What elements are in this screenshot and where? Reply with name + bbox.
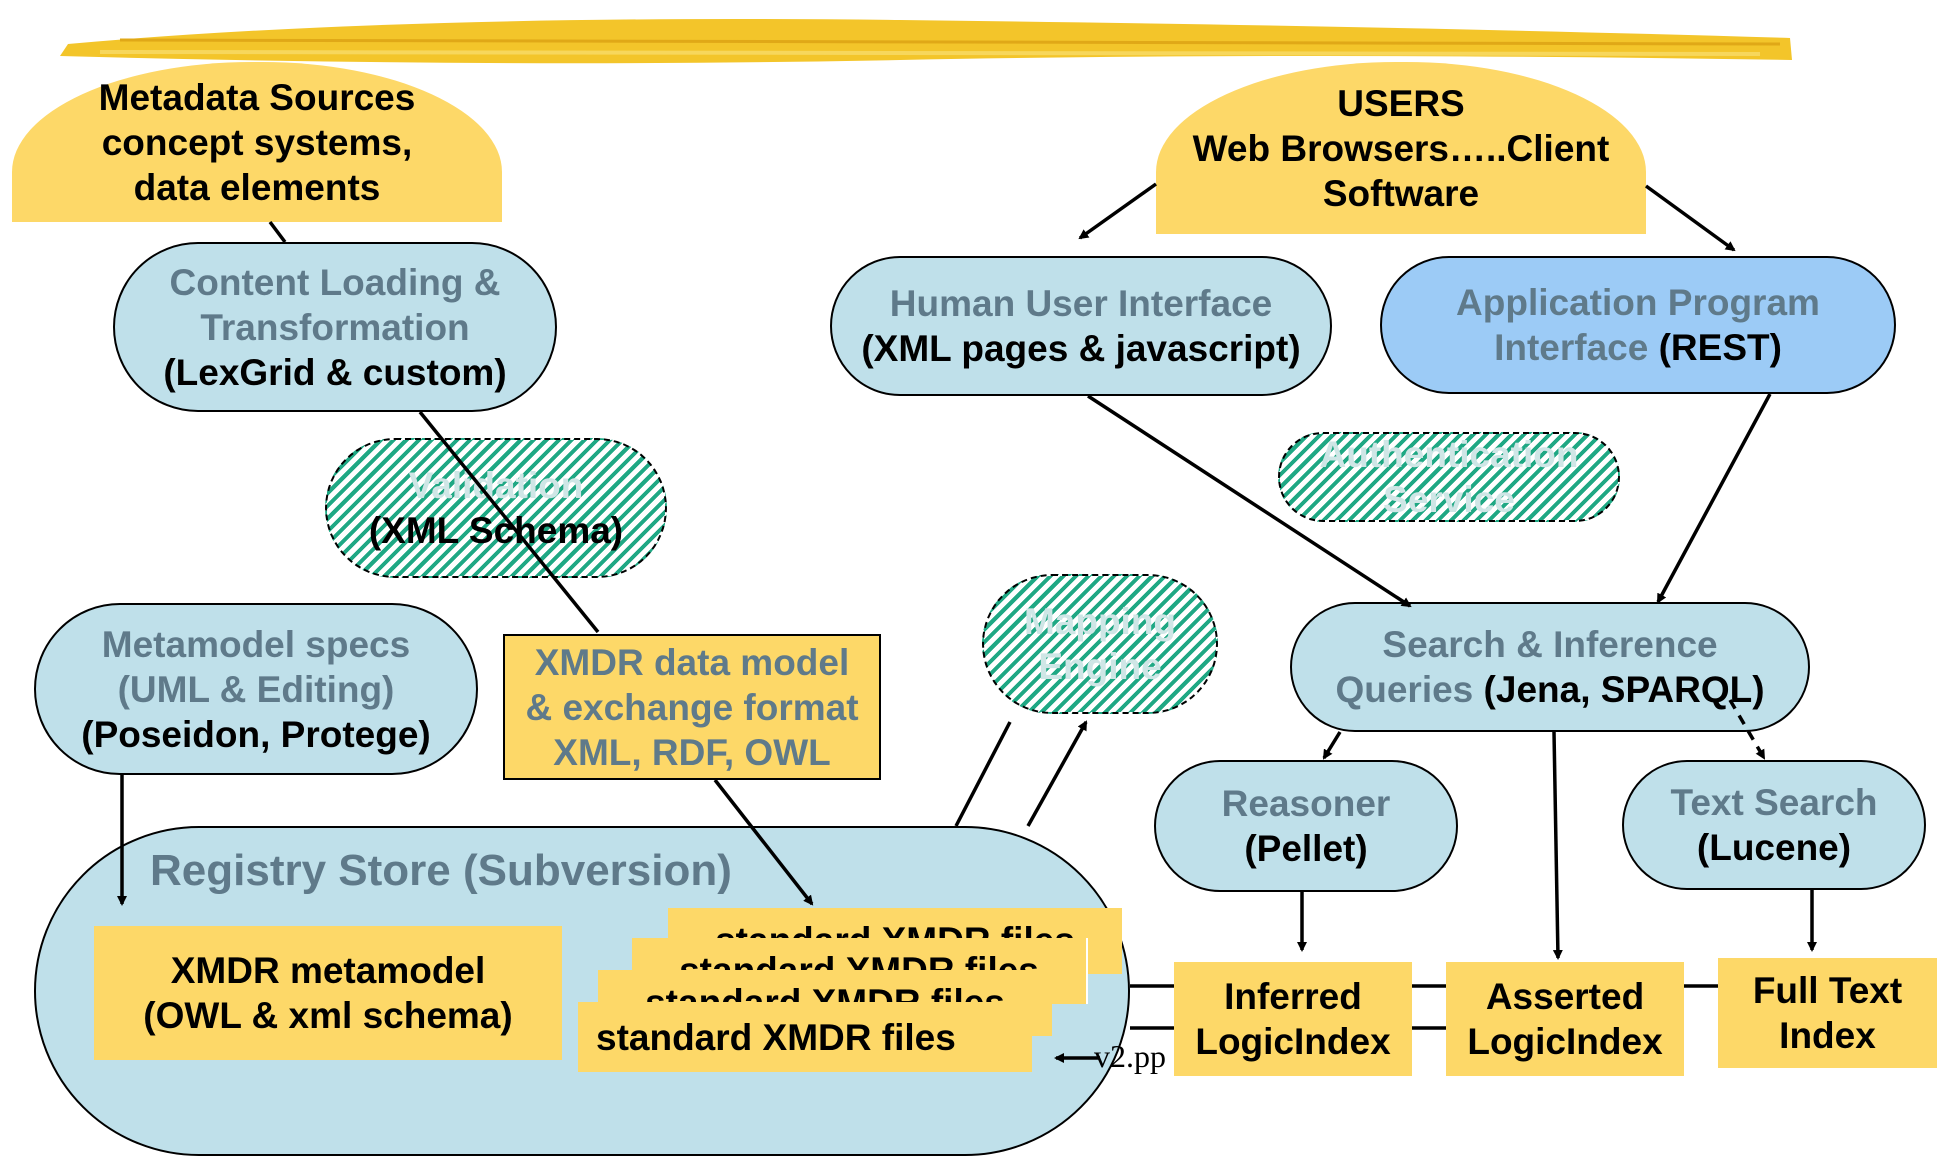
xmdr-file-card: standard XMDR files [578,1002,1032,1072]
search-line1: Search & Inference [1382,624,1718,665]
api-line2a: Interface [1494,327,1659,368]
content-loading-node: Content Loading & Transformation (LexGri… [113,242,557,412]
connector-users-to-hui [1078,182,1158,240]
registry-store-title: Registry Store (Subversion) [150,846,732,895]
connector-registry-to-mapping-b [1026,720,1088,827]
api-line2b: (REST) [1658,327,1782,368]
metamodel-specs-line3: (Poseidon, Protege) [81,713,431,755]
asserted-line1: Asserted [1485,976,1645,1017]
content-loading-line1: Content Loading & [169,261,501,303]
xmdr-file-label: standard XMDR files [596,1016,956,1058]
search-line2a: Queries [1335,669,1484,710]
metadata-sources-line2: concept systems, [101,121,413,163]
search-line2b: (Jena, SPARQL) [1483,669,1765,710]
xmdr-data-model-box: XMDR data model & exchange format XML, R… [503,634,881,780]
mapping-line2: Engine [1038,646,1162,687]
xmdr-model-line3: XML, RDF, OWL [553,731,831,773]
authentication-service-node: Authentication Service [1278,432,1620,522]
connector-search-to-reasoner [1322,731,1342,760]
connector-search-to-textsearch [1728,699,1766,760]
metamodel-specs-node: Metamodel specs (UML & Editing) (Poseido… [34,603,478,775]
content-loading-line2: Transformation [200,306,470,348]
auth-line1: Authentication [1319,434,1579,475]
users-box: USERS Web Browsers…..Client Software [1156,62,1646,234]
connector-hui-to-search [1087,394,1412,608]
validation-node: Validation (XML Schema) [325,438,667,578]
hui-line1: Human User Interface [889,283,1273,324]
connector-search-to-asserted [1552,731,1563,960]
connector-registry-to-mapping-a [954,721,1012,827]
metadata-sources-box: Metadata Sources concept systems, data e… [12,62,502,222]
metadata-sources-line3: data elements [133,166,381,208]
asserted-line2: LogicIndex [1467,1021,1663,1062]
reasoner-line2: (Pellet) [1244,828,1368,869]
xmdr-model-line1: XMDR data model [534,641,850,683]
human-user-interface-node: Human User Interface (XML pages & javasc… [830,256,1332,396]
xmdr-model-line2: & exchange format [525,686,859,728]
users-title: USERS [1337,82,1465,124]
metadata-sources-title: Metadata Sources [98,76,416,118]
inferred-line2: LogicIndex [1195,1021,1391,1062]
reasoner-node: Reasoner (Pellet) [1154,760,1458,892]
api-line1: Application Program [1456,282,1820,323]
xmdr-metamodel-line1: XMDR metamodel [170,950,486,991]
text-search-node: Text Search (Lucene) [1622,760,1926,890]
metamodel-specs-line1: Metamodel specs [101,623,411,665]
metamodel-specs-line2: (UML & Editing) [117,668,395,710]
connector-layer [117,182,1817,1063]
xmdr-metamodel-line2: (OWL & xml schema) [143,995,513,1036]
users-line3: Software [1322,172,1480,214]
content-loading-line3: (LexGrid & custom) [163,351,507,393]
connector-model-to-files [713,778,814,906]
fulltext-line2: Index [1779,1015,1876,1056]
asserted-logicindex-box: Asserted LogicIndex [1446,962,1684,1076]
hui-line2: (XML pages & javascript) [861,328,1301,369]
connector-loading-to-files [418,410,600,634]
users-line2: Web Browsers…..Client [1192,127,1610,169]
fulltext-line1: Full Text [1752,970,1903,1011]
reasoner-line1: Reasoner [1221,783,1391,824]
xmdr-metamodel-box: XMDR metamodel (OWL & xml schema) [94,926,562,1060]
auth-line2: Service [1383,479,1515,520]
validation-line1: Validation [408,465,584,506]
mapping-engine-node: Mapping Engine [982,574,1218,714]
footer-fragment: v2.pp [1094,1038,1166,1074]
mapping-line1: Mapping [1023,601,1177,642]
full-text-index-box: Full Text Index [1718,958,1937,1068]
validation-line2: (XML Schema) [368,510,624,551]
application-program-interface-node: Application Program Interface (REST) [1380,256,1896,394]
connector-users-to-api [1644,184,1736,252]
textsearch-line1: Text Search [1670,782,1878,823]
textsearch-line2: (Lucene) [1696,827,1852,868]
inferred-logicindex-box: Inferred LogicIndex [1174,962,1412,1076]
inferred-line1: Inferred [1224,976,1362,1017]
search-inference-node: Search & Inference Queries (Jena, SPARQL… [1290,602,1810,732]
connector-sources-to-loading [268,220,287,244]
header-brush-stroke [60,19,1792,64]
connector-api-to-search [1656,393,1772,604]
